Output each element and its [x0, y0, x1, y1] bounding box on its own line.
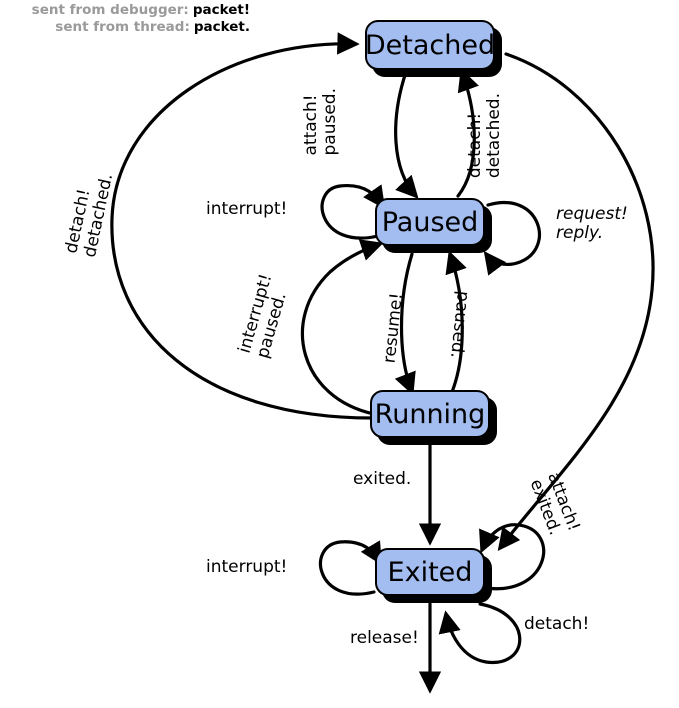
edge-running-to-paused-interrupt: [300, 239, 384, 416]
legend-value-thread: packet.: [193, 19, 250, 35]
edge-running-to-paused: [445, 250, 467, 394]
legend: sent from debugger:packet! sent from thr…: [0, 2, 250, 36]
legend-value-debugger: packet!: [192, 2, 250, 18]
edge-label-line-release: release!: [350, 628, 419, 648]
state-node-detached-label: Detached: [364, 29, 496, 61]
edge-label-line-reply: reply.: [556, 223, 604, 243]
edge-exited-self-interrupt: [318, 540, 382, 596]
edge-paused-self-interrupt: [320, 183, 386, 240]
state-node-paused[interactable]: Paused: [375, 198, 485, 246]
edge-label-line-paused: paused.: [320, 88, 340, 156]
state-node-running-label: Running: [374, 398, 486, 430]
edge-exited-self-attach-exited: [479, 523, 546, 591]
edge-paused-self-request-reply: [483, 201, 541, 276]
state-node-detached[interactable]: Detached: [365, 20, 495, 70]
edge-label-line-detach-3: detach!: [524, 614, 590, 634]
edge-label-paused-to-detached: detach! detached.: [465, 93, 504, 179]
edge-label-paused-self-request-reply: request! reply.: [556, 205, 628, 243]
edge-label-paused-self-interrupt: interrupt!: [206, 200, 287, 219]
edge-label-exited-release: release!: [350, 629, 419, 648]
legend-row-thread: sent from thread:packet.: [0, 19, 250, 36]
edge-label-line-exited: exited.: [353, 469, 412, 489]
edge-label-line-interrupt: interrupt!: [206, 199, 288, 219]
edge-label-exited-self-detach: detach!: [524, 615, 589, 634]
legend-row-debugger: sent from debugger:packet!: [0, 2, 250, 19]
edge-paused-to-detached: [456, 68, 479, 198]
edge-label-line-detach: detach!: [465, 112, 485, 179]
edge-paused-to-running: [394, 252, 416, 396]
edge-label-exited-self-interrupt: interrupt!: [206, 558, 287, 577]
state-node-exited-label: Exited: [387, 556, 473, 588]
legend-key-thread: sent from thread:: [55, 19, 190, 35]
state-node-paused-label: Paused: [381, 206, 479, 238]
edge-label-detached-to-paused: attach! paused.: [301, 88, 340, 156]
edge-label-running-to-exited: exited.: [353, 470, 411, 489]
edge-exited-self-detach: [438, 602, 522, 664]
edge-label-line-detached: detached.: [484, 93, 504, 179]
edge-detached-to-exited: [497, 52, 655, 551]
edge-label-line-request: request!: [556, 204, 628, 224]
state-node-running[interactable]: Running: [370, 390, 490, 438]
edge-label-line-interrupt-3: interrupt!: [206, 557, 288, 577]
legend-key-debugger: sent from debugger:: [31, 2, 189, 18]
edge-label-line-attach: attach!: [301, 94, 321, 156]
edge-running-to-detached: [110, 32, 374, 420]
state-node-exited[interactable]: Exited: [375, 548, 485, 596]
edge-detached-to-paused: [394, 70, 419, 199]
